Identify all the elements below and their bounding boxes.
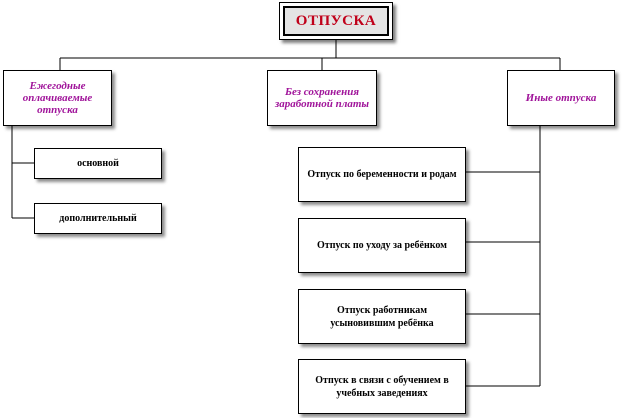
leaf-childcare-leave: Отпуск по уходу за ребёнком bbox=[298, 218, 466, 273]
leaf-childcare-leave-label: Отпуск по уходу за ребёнком bbox=[317, 240, 447, 251]
leaf-main-leave: основной bbox=[34, 148, 162, 179]
leaf-maternity-leave: Отпуск по беременности и родам bbox=[298, 147, 466, 202]
root-node: ОТПУСКА bbox=[279, 2, 393, 40]
category-unpaid: Без сохранения заработной платы bbox=[267, 70, 377, 126]
category-annual-paid-label: Ежегодные оплачиваемые отпуска bbox=[22, 80, 93, 116]
category-other: Иные отпуска bbox=[507, 70, 615, 126]
leaf-additional-leave-label: дополнительный bbox=[59, 213, 137, 224]
leaf-study-leave: Отпуск в связи с обучением в учебных зав… bbox=[298, 359, 466, 414]
leaf-maternity-leave-label: Отпуск по беременности и родам bbox=[307, 169, 457, 180]
category-unpaid-label: Без сохранения заработной платы bbox=[274, 86, 370, 110]
leaf-adoption-leave: Отпуск работникам усыновившим ребёнка bbox=[298, 289, 466, 344]
root-label: ОТПУСКА bbox=[283, 6, 389, 36]
leaf-study-leave-label: Отпуск в связи с обучением в учебных зав… bbox=[315, 374, 449, 399]
leaf-main-leave-label: основной bbox=[77, 158, 119, 169]
category-annual-paid: Ежегодные оплачиваемые отпуска bbox=[3, 70, 112, 126]
category-other-label: Иные отпуска bbox=[525, 92, 597, 104]
leaf-additional-leave: дополнительный bbox=[34, 203, 162, 234]
leaf-adoption-leave-label: Отпуск работникам усыновившим ребёнка bbox=[330, 304, 434, 329]
